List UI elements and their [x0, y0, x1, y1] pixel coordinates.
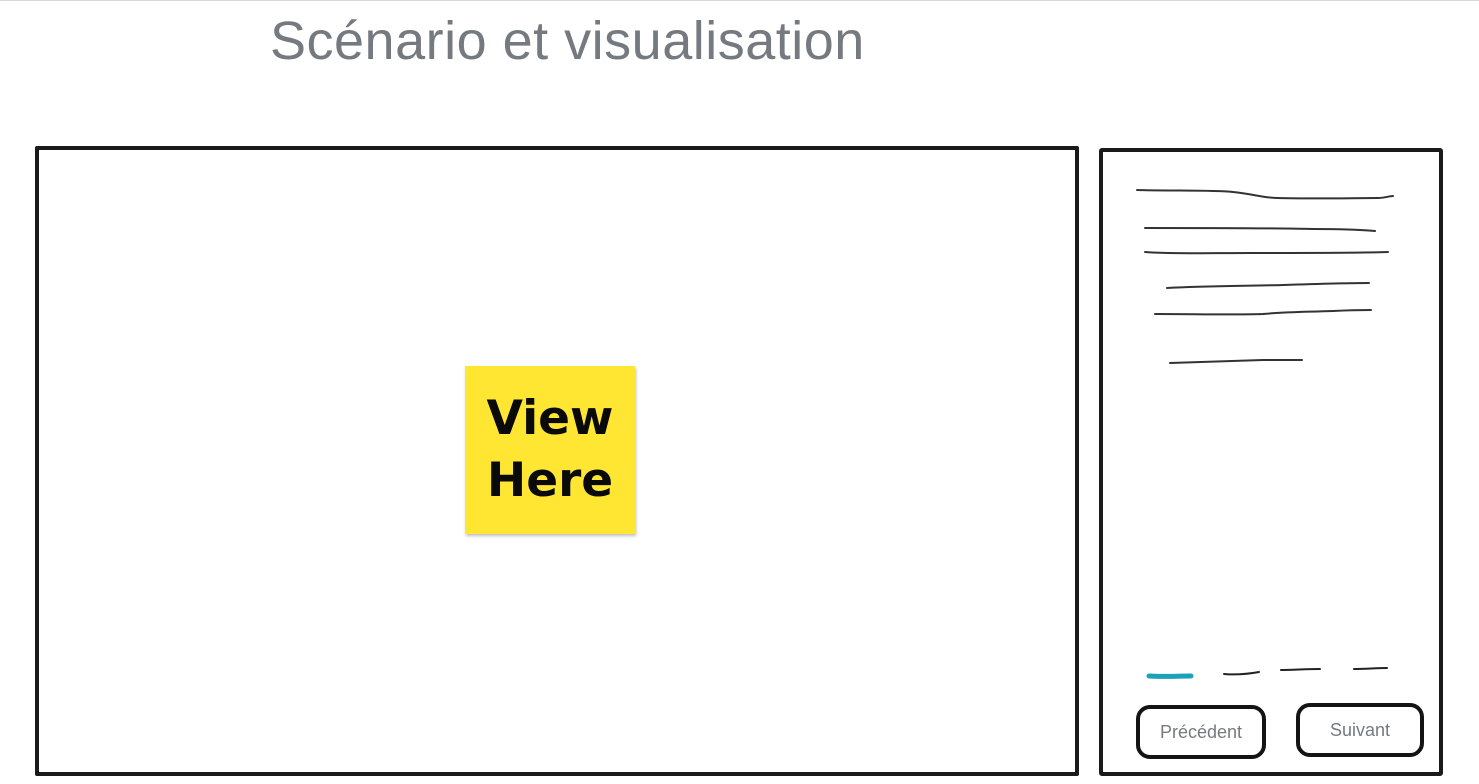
step-indicator-3 — [1280, 668, 1321, 671]
step-indicator — [1146, 667, 1388, 679]
visualization-panel: View Here — [35, 146, 1079, 776]
view-here-sticky-note: View Here — [465, 366, 635, 534]
sticky-note-text: View Here — [486, 391, 614, 508]
text-line-2 — [1144, 227, 1376, 232]
text-line-1 — [1136, 189, 1394, 200]
previous-button[interactable]: Précédent — [1136, 705, 1266, 759]
step-indicator-4 — [1353, 667, 1388, 670]
scenario-panel: Précédent Suivant — [1099, 148, 1443, 776]
text-line-6 — [1169, 359, 1303, 364]
text-line-5 — [1154, 309, 1372, 316]
text-line-3 — [1144, 251, 1389, 255]
page-title: Scénario et visualisation — [270, 11, 865, 71]
step-indicator-2 — [1223, 671, 1260, 676]
text-line-4 — [1166, 282, 1370, 289]
next-button[interactable]: Suivant — [1296, 703, 1424, 757]
scenario-text-placeholder — [1136, 189, 1394, 679]
top-divider — [0, 0, 1479, 1]
